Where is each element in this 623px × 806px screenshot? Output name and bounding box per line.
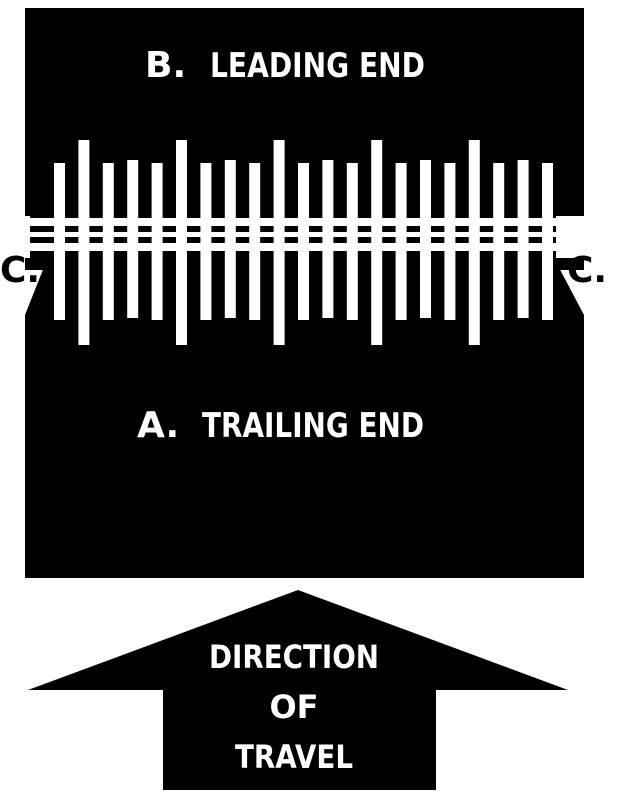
comb-tooth [54, 163, 65, 320]
comb-tooth [542, 163, 553, 320]
comb-tooth [298, 163, 309, 320]
right-c-label: C. [567, 250, 607, 291]
comb-tooth [78, 140, 90, 345]
comb-tooth [346, 163, 358, 320]
direction-line-2: OF [269, 688, 318, 726]
comb-tooth [273, 140, 285, 345]
comb-tooth [420, 160, 431, 318]
comb-tooth [224, 160, 236, 318]
trailing-end-label: TRAILING END [202, 406, 424, 446]
comb-tooth [200, 163, 212, 320]
comb-tooth [176, 140, 187, 345]
comb-tooth [493, 163, 505, 320]
comb-tooth [102, 163, 114, 320]
comb-tooth [444, 163, 456, 320]
direction-line-1: DIRECTION [209, 638, 379, 676]
comb-tooth [371, 140, 383, 345]
direction-line-3: TRAVEL [235, 738, 353, 776]
comb-tooth [322, 160, 334, 318]
comb-tooth [127, 160, 139, 318]
comb-teeth [54, 140, 553, 345]
leading-end-letter: B. [145, 45, 186, 86]
comb-tooth [151, 163, 163, 320]
direction-arrow [28, 590, 568, 790]
comb-tooth [468, 140, 480, 345]
comb-tooth [517, 160, 529, 318]
comb-tooth [395, 163, 407, 320]
leading-end-label: LEADING END [210, 46, 425, 86]
comb-tooth [249, 163, 261, 320]
trailing-end-letter: A. [137, 405, 179, 446]
trailing-end-panel [25, 262, 584, 578]
left-c-label: C. [0, 250, 40, 291]
